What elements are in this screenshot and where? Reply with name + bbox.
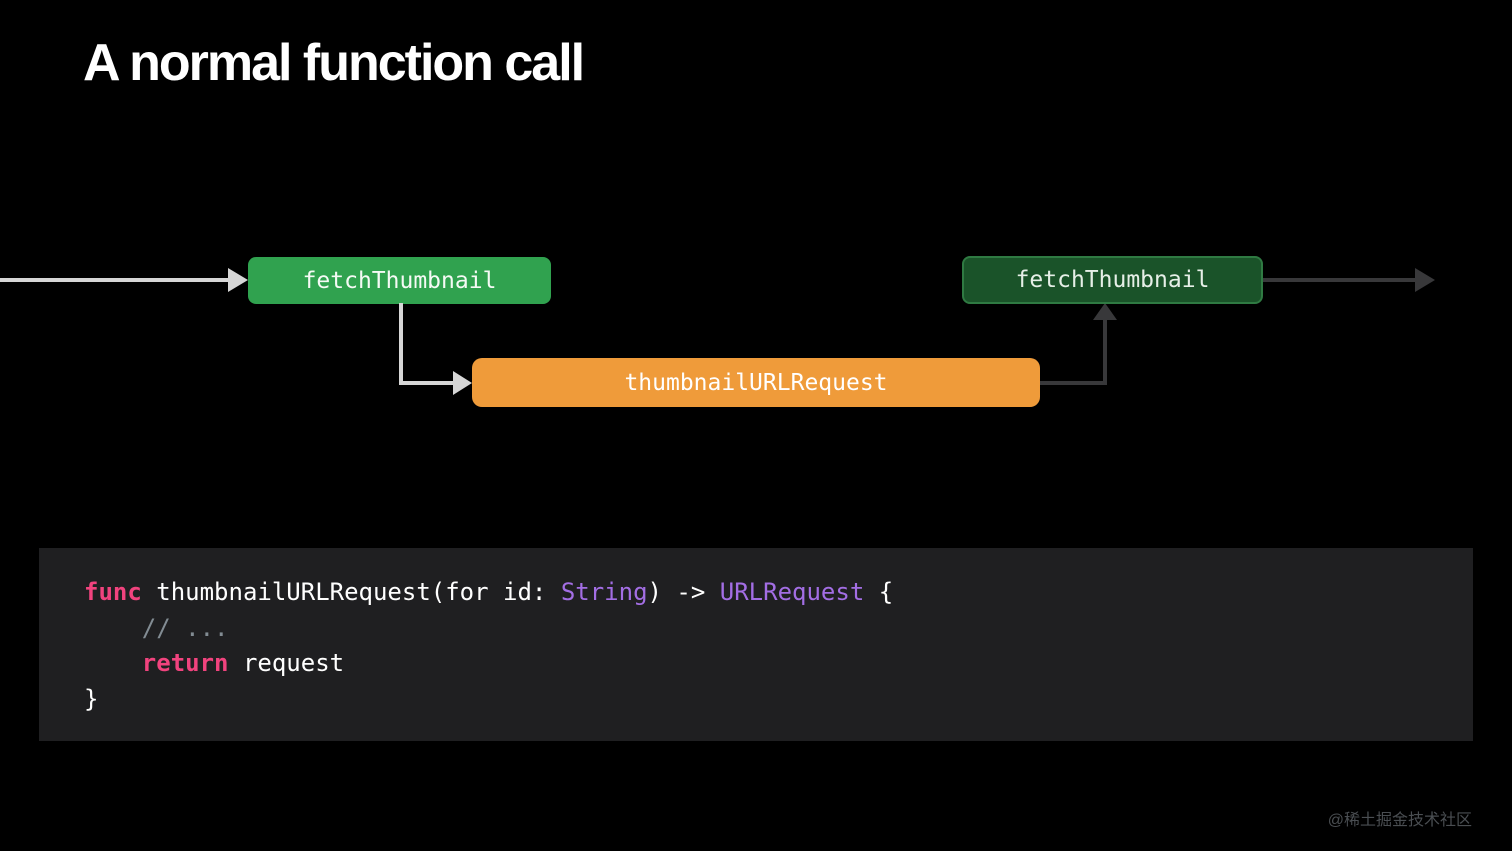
node-fetch-thumbnail-right-label: fetchThumbnail xyxy=(1015,267,1210,293)
arrow-caller-to-fetch-line xyxy=(0,278,228,282)
slide-title: A normal function call xyxy=(83,34,585,92)
code-panel: func thumbnailURLRequest(for id: String)… xyxy=(39,548,1473,741)
code-block: func thumbnailURLRequest(for id: String)… xyxy=(39,548,1473,717)
code-line: return request xyxy=(141,649,345,677)
node-fetch-thumbnail-left: fetchThumbnail xyxy=(248,257,551,304)
node-thumbnail-url-request: thumbnailURLRequest xyxy=(472,358,1040,407)
arrow-fetch-to-request-horizontal xyxy=(399,381,453,385)
node-fetch-thumbnail-right: fetchThumbnail xyxy=(962,256,1263,304)
node-fetch-thumbnail-left-label: fetchThumbnail xyxy=(302,267,497,294)
watermark: @稀土掘金技术社区 xyxy=(1327,812,1472,829)
arrow-fetch-return-head-icon xyxy=(1415,268,1435,292)
arrow-fetch-to-request-vertical xyxy=(399,303,403,385)
arrow-request-to-fetch-horizontal xyxy=(1040,381,1107,385)
arrow-request-to-fetch-vertical xyxy=(1103,319,1107,385)
code-line: } xyxy=(84,684,99,713)
arrow-request-to-fetch-head-icon xyxy=(1093,303,1117,320)
arrow-fetch-to-request-head-icon xyxy=(453,371,472,395)
code-line: func thumbnailURLRequest(for id: String)… xyxy=(84,578,894,606)
arrow-fetch-return-line xyxy=(1263,278,1415,282)
node-thumbnail-url-request-label: thumbnailURLRequest xyxy=(624,369,888,396)
code-line: // ... xyxy=(141,613,229,642)
arrow-caller-to-fetch-head-icon xyxy=(228,268,248,292)
